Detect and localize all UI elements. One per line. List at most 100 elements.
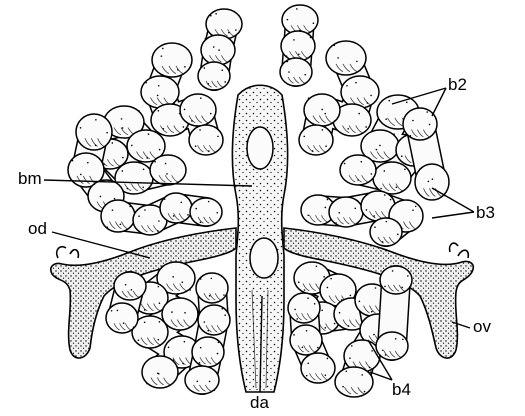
egg-speck <box>412 120 414 122</box>
egg-speck <box>303 136 305 138</box>
egg-speck <box>207 83 209 85</box>
egg-speck <box>144 321 146 323</box>
egg-speck <box>316 266 318 268</box>
egg-speck <box>114 198 116 200</box>
egg <box>196 273 228 303</box>
egg-speck <box>199 362 201 364</box>
egg-speck <box>191 120 193 122</box>
egg-speck <box>181 202 183 204</box>
egg-speck <box>325 145 327 147</box>
egg-speck <box>112 209 114 211</box>
egg-speck <box>359 70 361 72</box>
label-bm: bm <box>18 169 42 188</box>
egg-speck <box>323 276 325 278</box>
egg-speck <box>288 71 290 73</box>
egg-speck <box>375 287 377 289</box>
egg-speck <box>397 233 399 235</box>
egg <box>152 43 192 77</box>
egg-speck <box>218 49 220 51</box>
egg-speck <box>107 226 109 228</box>
egg-speck <box>347 128 349 130</box>
egg-speck <box>317 347 319 349</box>
egg-speck <box>72 160 74 162</box>
egg-speck <box>374 226 376 228</box>
egg <box>206 9 242 39</box>
egg-speck <box>87 162 89 164</box>
egg-speck <box>158 286 160 288</box>
egg-speck <box>166 173 168 175</box>
egg-speck <box>209 381 211 383</box>
egg-speck <box>210 113 212 115</box>
egg-speck <box>321 109 323 111</box>
egg-speck <box>346 85 348 87</box>
egg-speck <box>307 214 309 216</box>
egg-speck <box>306 375 308 377</box>
egg-speck <box>432 178 434 180</box>
egg-speck <box>401 155 403 157</box>
egg-speck <box>384 194 386 196</box>
egg-speck <box>356 61 358 63</box>
egg-speck <box>208 201 210 203</box>
egg-speck <box>197 381 199 383</box>
egg-speck <box>173 359 175 361</box>
egg <box>376 332 408 360</box>
egg-speck <box>224 314 226 316</box>
central-egg-upper <box>247 127 273 169</box>
egg-speck <box>131 289 133 291</box>
egg-speck <box>354 208 356 210</box>
egg-speck <box>384 286 386 288</box>
egg <box>160 193 192 223</box>
egg-speck <box>122 170 124 172</box>
egg-speck <box>211 278 213 280</box>
egg-speck <box>298 281 300 283</box>
egg-speck <box>216 212 218 214</box>
egg-speck <box>127 188 129 190</box>
egg <box>280 58 312 86</box>
egg-speck <box>230 60 232 62</box>
egg-speck <box>404 168 406 170</box>
egg-speck <box>162 48 164 50</box>
egg <box>326 41 366 75</box>
egg-speck <box>286 61 288 63</box>
egg-speck <box>158 85 160 87</box>
egg-speck <box>187 214 189 216</box>
egg <box>106 303 138 333</box>
egg-speck <box>337 57 339 59</box>
egg-speck <box>373 215 375 217</box>
egg-speck <box>210 15 212 17</box>
egg-speck <box>388 100 390 102</box>
egg-speck <box>415 206 417 208</box>
egg-speck <box>111 310 113 312</box>
egg-speck <box>228 32 230 34</box>
egg-speck <box>358 113 360 115</box>
egg-speck <box>129 206 131 208</box>
egg <box>201 35 235 65</box>
egg-speck <box>338 212 340 214</box>
egg-speck <box>146 157 148 159</box>
egg-speck <box>385 354 387 356</box>
egg-speck <box>308 97 310 99</box>
egg-speck <box>200 97 202 99</box>
egg-speck <box>207 330 209 332</box>
egg-speck <box>184 341 186 343</box>
egg-speck <box>327 287 329 289</box>
egg-speck <box>117 310 119 312</box>
egg-speck <box>307 362 309 364</box>
egg-speck <box>143 168 145 170</box>
egg-speck <box>365 318 367 320</box>
egg-speck <box>157 95 159 97</box>
egg-speck <box>304 74 306 76</box>
egg-speck <box>407 275 409 277</box>
egg <box>198 62 230 90</box>
egg-speck <box>373 334 375 336</box>
egg-speck <box>296 8 298 10</box>
egg <box>192 337 224 367</box>
egg-speck <box>123 322 125 324</box>
egg-speck <box>195 145 197 147</box>
egg-speck <box>141 275 143 277</box>
egg <box>341 76 379 108</box>
egg-speck <box>221 69 223 71</box>
egg-speck <box>190 369 192 371</box>
egg-speck <box>302 347 304 349</box>
egg-speck <box>313 22 315 24</box>
